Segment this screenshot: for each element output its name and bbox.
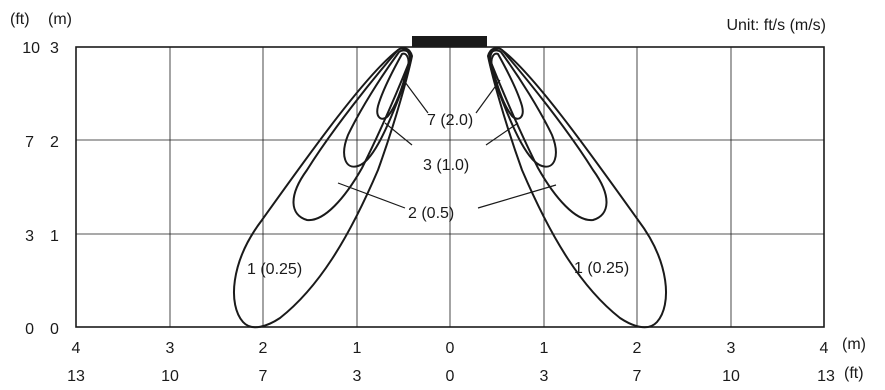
unit-label: Unit: ft/s (m/s) (726, 17, 826, 34)
contour-1-right (487, 47, 667, 329)
contour-1-left (233, 47, 413, 329)
y-tick-ft: 10 (22, 40, 40, 57)
x-tick-ft: 0 (446, 368, 455, 385)
left-airflow-contours (233, 47, 413, 329)
contour-label-7: 7 (2.0) (427, 112, 473, 129)
x-tick-ft: 13 (817, 368, 835, 385)
x-axis-ft-unit: (ft) (844, 365, 864, 382)
y-tick-ft: 3 (25, 228, 34, 245)
x-axis-ticks-ft: 13 10 7 3 0 3 7 10 13 (67, 368, 835, 385)
contour-2-left (292, 47, 411, 222)
contour-2-right (489, 47, 608, 222)
y-tick-ft: 7 (25, 134, 34, 151)
x-tick-ft: 3 (353, 368, 362, 385)
contour-label-3: 3 (1.0) (423, 157, 469, 174)
x-tick-ft: 3 (540, 368, 549, 385)
contour-label-2: 2 (0.5) (408, 205, 454, 222)
y-axis-ticks: 10 3 7 2 3 1 0 0 (22, 40, 59, 338)
contour-label-1-left: 1 (0.25) (247, 261, 302, 278)
grid (76, 47, 824, 327)
contour-label-1-right: 1 (0.25) (574, 260, 629, 277)
air-outlet-unit (412, 36, 487, 47)
x-axis-ticks-m: 4 3 2 1 0 1 2 3 4 (72, 340, 829, 357)
x-tick-ft: 7 (259, 368, 268, 385)
x-axis-m-unit: (m) (842, 336, 866, 353)
contour-7-right (490, 52, 524, 120)
x-tick-m: 4 (820, 340, 829, 357)
x-tick-ft: 7 (633, 368, 642, 385)
contour-3-right (488, 49, 557, 168)
y-tick-m: 1 (50, 228, 59, 245)
y-tick-ft: 0 (25, 321, 34, 338)
leader-lines (337, 77, 557, 209)
contour-3-left (343, 49, 412, 168)
x-tick-m: 2 (259, 340, 268, 357)
y-tick-m: 0 (50, 321, 59, 338)
x-tick-m: 1 (353, 340, 362, 357)
x-tick-m: 3 (166, 340, 175, 357)
x-tick-m: 2 (633, 340, 642, 357)
y-axis-m-unit: (m) (48, 11, 72, 28)
y-tick-m: 2 (50, 134, 59, 151)
x-tick-m: 1 (540, 340, 549, 357)
x-tick-m: 4 (72, 340, 81, 357)
x-tick-ft: 10 (161, 368, 179, 385)
contour-7-left (376, 52, 410, 120)
right-airflow-contours (487, 47, 667, 329)
y-axis-ft-unit: (ft) (10, 11, 30, 28)
x-tick-ft: 10 (722, 368, 740, 385)
x-tick-ft: 13 (67, 368, 85, 385)
x-tick-m: 0 (446, 340, 455, 357)
x-tick-m: 3 (727, 340, 736, 357)
y-tick-m: 3 (50, 40, 59, 57)
